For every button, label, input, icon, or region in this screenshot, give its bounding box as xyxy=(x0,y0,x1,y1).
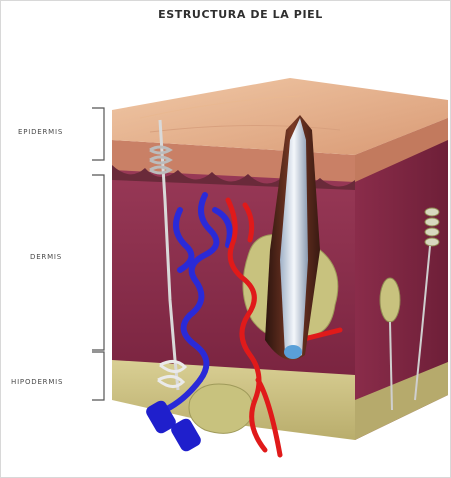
bracket-dermis xyxy=(92,175,104,350)
bracket-epidermis xyxy=(92,108,104,160)
bracket-hipodermis xyxy=(92,352,104,400)
layer-brackets xyxy=(92,108,104,400)
